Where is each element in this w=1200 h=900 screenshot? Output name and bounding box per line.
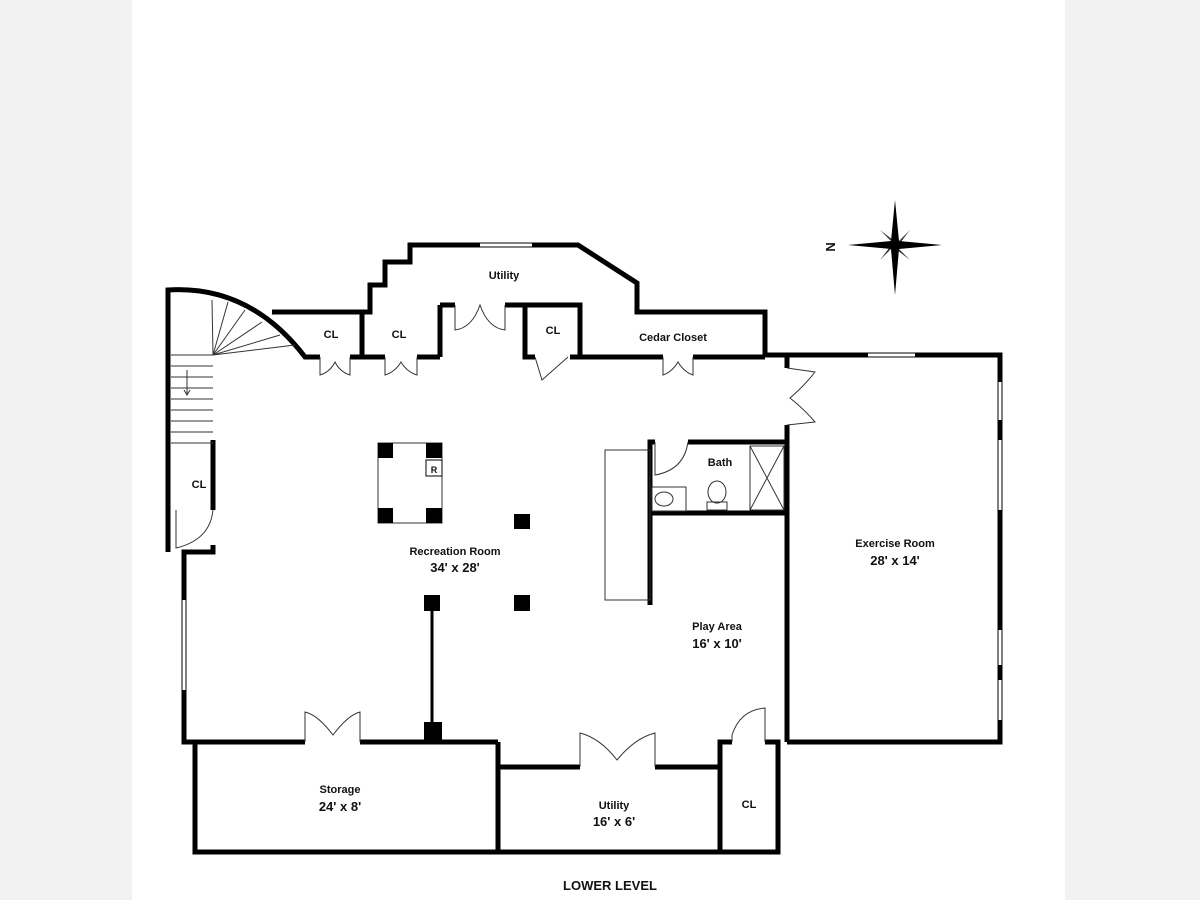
- room-size-exercise: 28' x 14': [870, 553, 920, 568]
- bar-table: [377, 442, 443, 524]
- sink: [651, 486, 687, 512]
- room-size-recreation: 34' x 28': [430, 560, 480, 575]
- room-size-play: 16' x 10': [692, 636, 742, 651]
- room-label-recreation: Recreation Room: [409, 546, 500, 558]
- stair-wall: [165, 287, 320, 552]
- compass-north-label: N: [823, 242, 838, 251]
- room-label-cl-stair: CL: [192, 479, 207, 491]
- room-label-storage: Storage: [320, 784, 361, 796]
- counter: [604, 449, 651, 601]
- room-label-utility-bottom: Utility: [599, 800, 630, 812]
- room-label-cl1: CL: [324, 329, 339, 341]
- room-label-utility-top: Utility: [489, 270, 520, 282]
- floor-title: LOWER LEVEL: [563, 878, 657, 893]
- room-size-utility-bottom: 16' x 6': [593, 814, 635, 829]
- room-label-exercise: Exercise Room: [855, 538, 935, 550]
- floor-plan-sheet: [132, 0, 1065, 900]
- room-label-cl3: CL: [546, 325, 561, 337]
- room-size-storage: 24' x 8': [319, 799, 361, 814]
- refrigerator-box: [425, 459, 443, 477]
- room-label-cl-bottom: CL: [742, 799, 757, 811]
- room-label-refrigerator: R: [431, 465, 438, 475]
- compass-rose-icon: [848, 200, 942, 295]
- columns: [378, 443, 530, 740]
- room-label-cl2: CL: [392, 329, 407, 341]
- room-label-play: Play Area: [692, 621, 743, 633]
- windows: [182, 243, 1002, 720]
- north-exterior-wall: [272, 242, 1003, 745]
- fixtures: [171, 299, 816, 767]
- room-label-bath: Bath: [708, 457, 733, 469]
- closet-walls: [350, 302, 765, 360]
- shower: [749, 445, 785, 511]
- south-walls: [181, 440, 781, 855]
- toilet: [707, 480, 727, 504]
- room-label-cedar-closet: Cedar Closet: [639, 332, 707, 344]
